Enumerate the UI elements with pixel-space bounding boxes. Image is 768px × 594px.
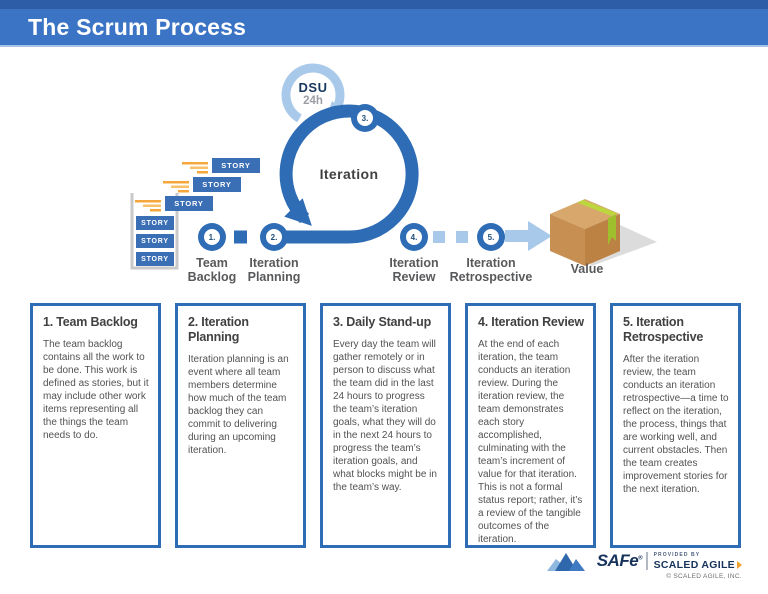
step-label-iteration-review: Iteration Review — [389, 256, 439, 285]
info-card-iteration-review: 4. Iteration Review At the end of each i… — [465, 303, 596, 548]
step-circle-3: 3. — [351, 104, 379, 132]
safe-brand: SAFe® — [596, 551, 643, 571]
story-card: STORY — [136, 252, 174, 266]
step-number: 5. — [483, 229, 499, 245]
card-body: The team backlog contains all the work t… — [43, 338, 149, 441]
safe-logo-lockup: SAFe® PROVIDED BY SCALED AGILE © SCALED … — [546, 551, 742, 580]
story-card: STORY — [212, 158, 260, 173]
registered-mark: ® — [638, 555, 643, 562]
header-top-strip — [0, 0, 768, 9]
scrum-diagram: DSU 24h Iteration STORY STORY STORY STOR… — [0, 50, 768, 300]
provided-by-label: PROVIDED BY — [653, 551, 701, 558]
story-card: STORY — [165, 196, 213, 211]
copyright-text: © SCALED AGILE, INC. — [666, 573, 742, 580]
step-circle-2: 2. — [260, 223, 288, 251]
provider-block: PROVIDED BY SCALED AGILE — [654, 552, 742, 571]
provider-name-text: SCALED AGILE — [653, 558, 735, 571]
dsu-24h-label: 24h — [303, 95, 323, 107]
backlog-tray-icon — [130, 193, 179, 270]
card-body: Iteration planning is an event where all… — [188, 353, 289, 456]
value-label: Value — [570, 262, 604, 276]
connector-squares — [234, 230, 468, 244]
info-card-iteration-planning: 2. Iteration Planning Iteration planning… — [175, 303, 306, 548]
light-connector-square — [456, 231, 468, 243]
ribbon-top — [577, 200, 618, 216]
arrow-to-value-icon — [505, 221, 552, 251]
mountains-icon — [546, 553, 585, 571]
scaled-agile-arrow-icon — [737, 560, 742, 569]
info-card-daily-standup: 3. Daily Stand-up Every day the team wil… — [320, 303, 451, 548]
step-number: 1. — [204, 229, 220, 245]
info-card-iteration-retrospective: 5. Iteration Retrospective After the ite… — [610, 303, 741, 548]
value-box-icon — [550, 199, 657, 267]
card-body: At the end of each iteration, the team c… — [478, 338, 583, 545]
dark-connector-square — [234, 230, 247, 244]
story-card: STORY — [193, 177, 241, 192]
step-label-iteration-planning: Iteration Planning — [247, 256, 301, 285]
page-title: The Scrum Process — [28, 13, 247, 40]
card-heading: 1. Team Backlog — [43, 315, 138, 329]
story-card: STORY — [136, 234, 174, 248]
step-number: 4. — [406, 229, 422, 245]
diagram-shapes — [130, 63, 657, 270]
speed-lines-icon — [135, 162, 208, 212]
card-body: Every day the team will gather remotely … — [333, 338, 437, 493]
safe-brand-text: SAFe — [596, 551, 639, 570]
card-heading: 3. Daily Stand-up — [333, 315, 432, 329]
card-heading: 4. Iteration Review — [478, 315, 584, 329]
step-circle-5: 5. — [477, 223, 505, 251]
logo-divider — [646, 552, 648, 570]
page-header: The Scrum Process — [0, 9, 768, 47]
dsu-loop-icon — [281, 63, 346, 123]
provider-name: SCALED AGILE — [654, 559, 742, 571]
iteration-label: Iteration — [319, 166, 379, 182]
step-circle-4: 4. — [400, 223, 428, 251]
step-circle-1: 1. — [198, 223, 226, 251]
ribbon-side — [608, 214, 616, 245]
box-left-face — [550, 214, 585, 266]
step-number: 2. — [266, 229, 282, 245]
card-heading: 5. Iteration Retrospective — [623, 315, 704, 344]
step-label-iteration-retrospective: Iteration Retrospective — [449, 256, 533, 285]
dsu-label: DSU — [298, 80, 328, 95]
card-body: After the iteration review, the team con… — [623, 353, 729, 495]
light-connector-square — [433, 231, 445, 243]
step-number: 3. — [357, 110, 373, 126]
card-heading: 2. Iteration Planning — [188, 315, 249, 344]
step-label-team-backlog: Team Backlog — [187, 256, 237, 285]
story-card: STORY — [136, 216, 174, 230]
info-card-team-backlog: 1. Team Backlog The team backlog contain… — [30, 303, 161, 548]
